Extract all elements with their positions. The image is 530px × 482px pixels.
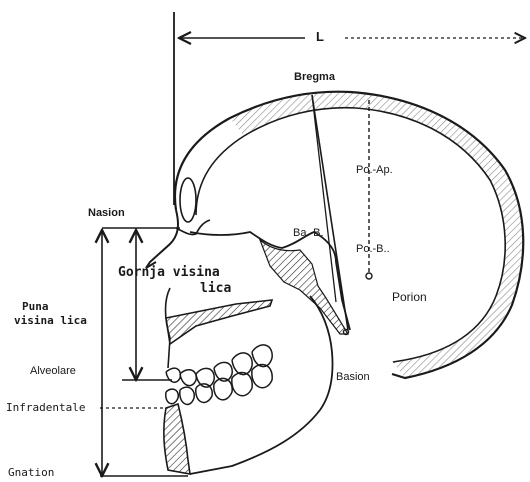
upper-face-height-label-line1: Gornja visina <box>118 266 220 279</box>
mandible-hatch <box>164 404 190 474</box>
alveolare-label: Alveolare <box>30 366 76 377</box>
lower-teeth <box>166 365 272 405</box>
diploe-hatch <box>230 92 523 378</box>
infradentale-label: Infradentale <box>6 402 85 413</box>
porion-point <box>366 273 372 279</box>
basion-label: Basion <box>336 372 370 383</box>
frontal-sinus <box>180 178 196 222</box>
full-face-height-label-line1: Puna <box>22 301 49 312</box>
gnation-label: Gnation <box>8 467 54 478</box>
nasion-label: Nasion <box>88 208 125 219</box>
bregma-label: Bregma <box>294 72 335 83</box>
length-label: L <box>316 30 324 43</box>
upper-face-height-label-line2: lica <box>200 282 231 295</box>
porion-label: Porion <box>392 291 427 303</box>
orbit-roof <box>146 210 178 268</box>
basion-bregma-line-inner <box>312 95 336 302</box>
porion-apex-label: Po.-Ap. <box>356 165 393 176</box>
full-face-height-label-line2: visina lica <box>14 315 87 326</box>
basion-bregma-label: Ba.-B. <box>293 228 324 239</box>
palate-hatch <box>166 300 272 344</box>
porion-bregma-label: Po.-B.. <box>356 244 390 255</box>
